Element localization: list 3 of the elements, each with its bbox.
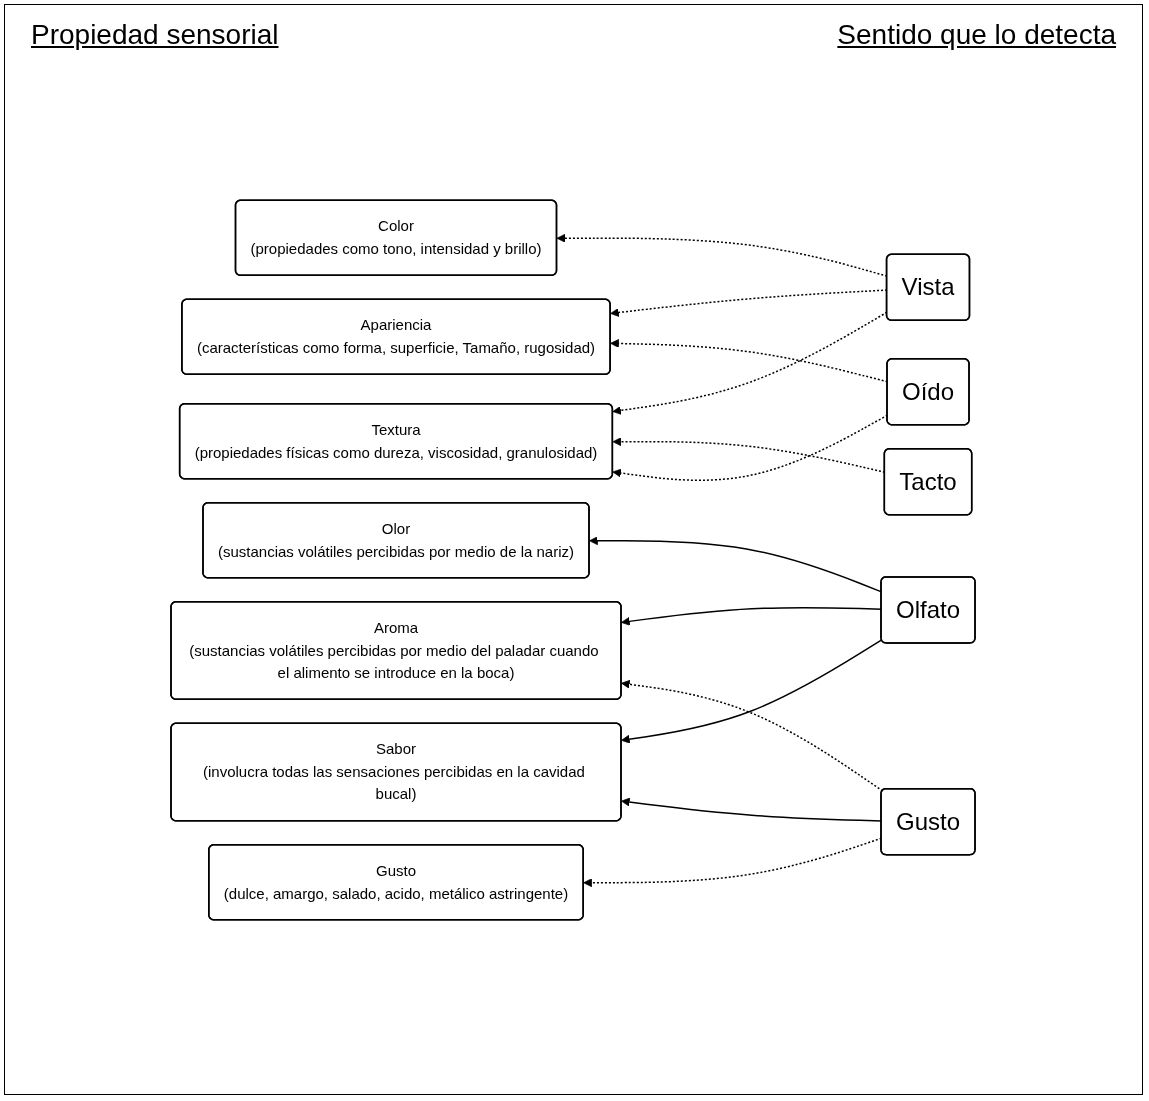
arrow (621, 639, 883, 744)
column-heading: Sentido que lo detecta (837, 19, 1116, 51)
column-heading: Propiedad sensorial (31, 19, 279, 51)
